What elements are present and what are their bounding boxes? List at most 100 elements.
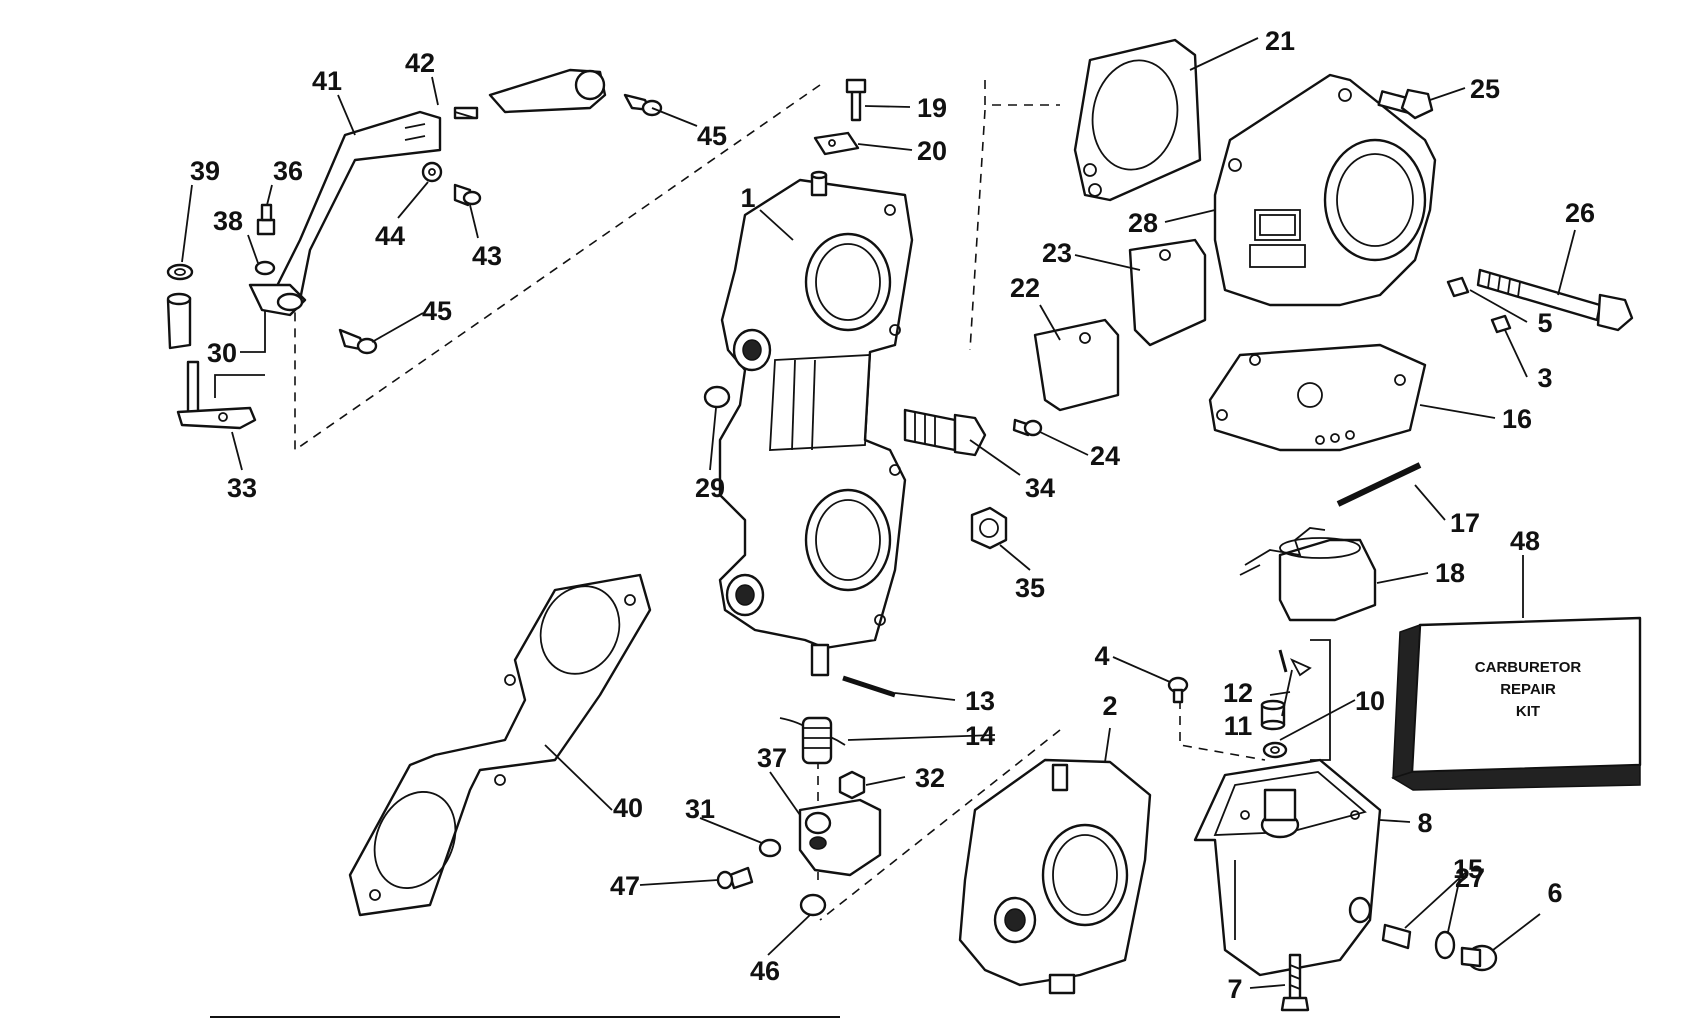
float-pin-17 [1336, 462, 1422, 507]
callout-13: 13 [965, 686, 995, 716]
kit-label-line2: REPAIR [1500, 681, 1556, 698]
nut-35 [970, 506, 1008, 550]
gasket-21 [1073, 38, 1202, 202]
callout-18: 18 [1435, 558, 1465, 588]
callout-6: 6 [1547, 878, 1562, 908]
bushing-30 [166, 292, 192, 350]
callout-15: 15 [1453, 854, 1483, 884]
needle-valve-12 [1260, 699, 1286, 731]
washer-39 [166, 263, 194, 281]
callout-48: 48 [1510, 526, 1540, 556]
callout-33: 33 [227, 473, 257, 503]
callout-31: 31 [685, 794, 715, 824]
float-bowl-8 [1193, 758, 1382, 977]
callout-1: 1 [740, 183, 755, 213]
washer-31 [758, 838, 782, 858]
callout-2: 2 [1102, 691, 1117, 721]
plate-22 [1033, 318, 1120, 412]
callout-40: 40 [613, 793, 643, 823]
carburetor-body-2 [958, 758, 1152, 995]
callout-41: 41 [312, 66, 342, 96]
callout-5: 5 [1537, 308, 1552, 338]
callout-44: 44 [375, 221, 405, 251]
repair-kit-box-48: CARBURETOR REPAIR KIT [1391, 616, 1642, 791]
screw-43 [453, 183, 482, 207]
screw-7 [1280, 953, 1310, 1012]
callout-17: 17 [1450, 508, 1480, 538]
throttle-shaft-33 [176, 360, 257, 430]
callout-11: 11 [1224, 711, 1253, 741]
air-intake-28 [1213, 73, 1437, 307]
callout-25: 25 [1470, 74, 1500, 104]
plug-5 [1446, 276, 1470, 298]
callout-labels: 1 2 3 4 5 6 7 8 10 11 12 13 14 15 16 17 … [190, 26, 1595, 1004]
intake-gasket-40 [348, 573, 652, 917]
kit-label-line1: CARBURETOR [1475, 659, 1582, 676]
callout-35: 35 [1015, 573, 1045, 603]
callout-3: 3 [1537, 363, 1552, 393]
callout-28: 28 [1128, 208, 1158, 238]
screw-45-top [623, 93, 663, 117]
callout-14: 14 [965, 721, 995, 751]
cam-37 [798, 798, 882, 877]
clip-20 [813, 131, 860, 156]
throttle-lever-41 [248, 110, 442, 317]
callout-47: 47 [610, 871, 640, 901]
callout-39: 39 [190, 156, 220, 186]
cap-29 [703, 385, 731, 409]
callout-22: 22 [1010, 273, 1040, 303]
screw-4 [1167, 676, 1189, 704]
screw-19 [845, 78, 867, 122]
callout-23: 23 [1042, 238, 1072, 268]
screw-45-lower [338, 328, 378, 355]
callout-43: 43 [472, 241, 502, 271]
callout-30: 30 [207, 338, 237, 368]
callout-32: 32 [915, 763, 945, 793]
callout-10: 10 [1355, 686, 1385, 716]
washer-38 [254, 260, 276, 276]
callout-21: 21 [1265, 26, 1295, 56]
link-rod-42 [453, 68, 607, 120]
oring-27 [1434, 930, 1456, 960]
carburetor-body-1 [718, 170, 914, 677]
callout-27: 27 [1455, 863, 1485, 893]
spring-14 [779, 716, 846, 765]
callout-8: 8 [1417, 808, 1432, 838]
callout-16: 16 [1502, 404, 1532, 434]
drain-plug-6 [1460, 944, 1498, 972]
callout-12: 12 [1223, 678, 1253, 708]
callout-36: 36 [273, 156, 303, 186]
callout-37: 37 [757, 743, 787, 773]
pin-13 [842, 675, 896, 698]
screw-24 [1012, 418, 1043, 437]
float-18 [1239, 527, 1377, 622]
callout-45-lower: 45 [422, 296, 452, 326]
callout-24: 24 [1090, 441, 1120, 471]
callout-34: 34 [1025, 473, 1055, 503]
plug-3 [1490, 314, 1512, 334]
bolt-25 [1377, 88, 1434, 120]
callout-4: 4 [1094, 641, 1109, 671]
callout-46: 46 [750, 956, 780, 986]
needle-clip-10 [1278, 649, 1312, 677]
bolt-26 [1476, 268, 1634, 332]
callout-26: 26 [1565, 198, 1595, 228]
gasket-16 [1208, 343, 1427, 452]
needle-seat-11 [1262, 741, 1288, 759]
callout-45-top: 45 [697, 121, 727, 151]
screw-47 [716, 866, 754, 890]
nut-32 [838, 770, 866, 800]
callout-38: 38 [213, 206, 243, 236]
plate-23 [1128, 238, 1207, 347]
screw-36 [256, 203, 276, 236]
callout-42: 42 [405, 48, 435, 78]
fitting-34 [903, 408, 987, 457]
washer-44 [421, 161, 443, 183]
leader-lines [181, 37, 1576, 989]
callout-29: 29 [695, 473, 725, 503]
screw-15 [1381, 923, 1412, 950]
callout-7: 7 [1227, 974, 1242, 1004]
callout-19: 19 [917, 93, 947, 123]
kit-label-line3: KIT [1516, 703, 1540, 720]
